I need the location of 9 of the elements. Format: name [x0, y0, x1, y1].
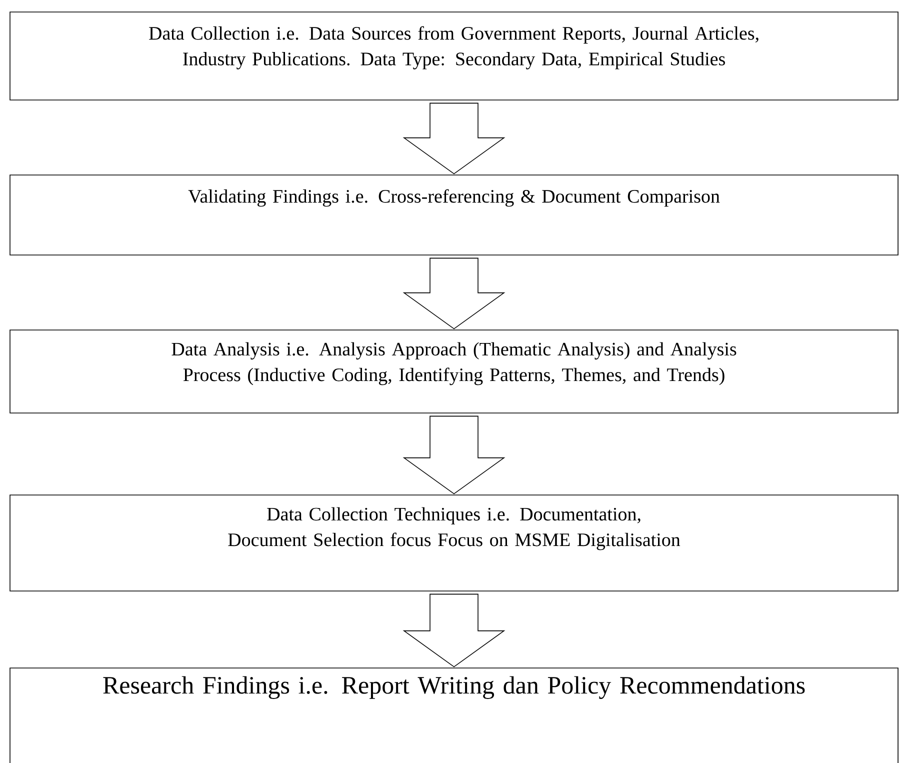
block-arrow: [402, 416, 506, 494]
block-arrow: [402, 594, 506, 668]
process-box: Research Findings i.e. Report Writing dan Policy Recommendations: [10, 668, 898, 763]
block-arrow: [402, 102, 506, 174]
process-box: Data Analysis i.e. Analysis Approach (Thematic Analysis) and Analysis Process (Inductive Coding, Identifying Patterns, Themes, and Trends): [10, 330, 898, 414]
block-arrow: [402, 258, 506, 330]
process-box: Validating Findings i.e. Cross-referencing & Document Comparison: [10, 174, 898, 256]
process-box: Data Collection i.e. Data Sources from Government Reports, Journal Articles, Industry Publications. Data Type: Secondary Data, Empirical Studies: [10, 12, 898, 100]
process-box: Data Collection Techniques i.e. Documentation, Document Selection focus Focus on MSME Digitalisation: [10, 494, 898, 592]
